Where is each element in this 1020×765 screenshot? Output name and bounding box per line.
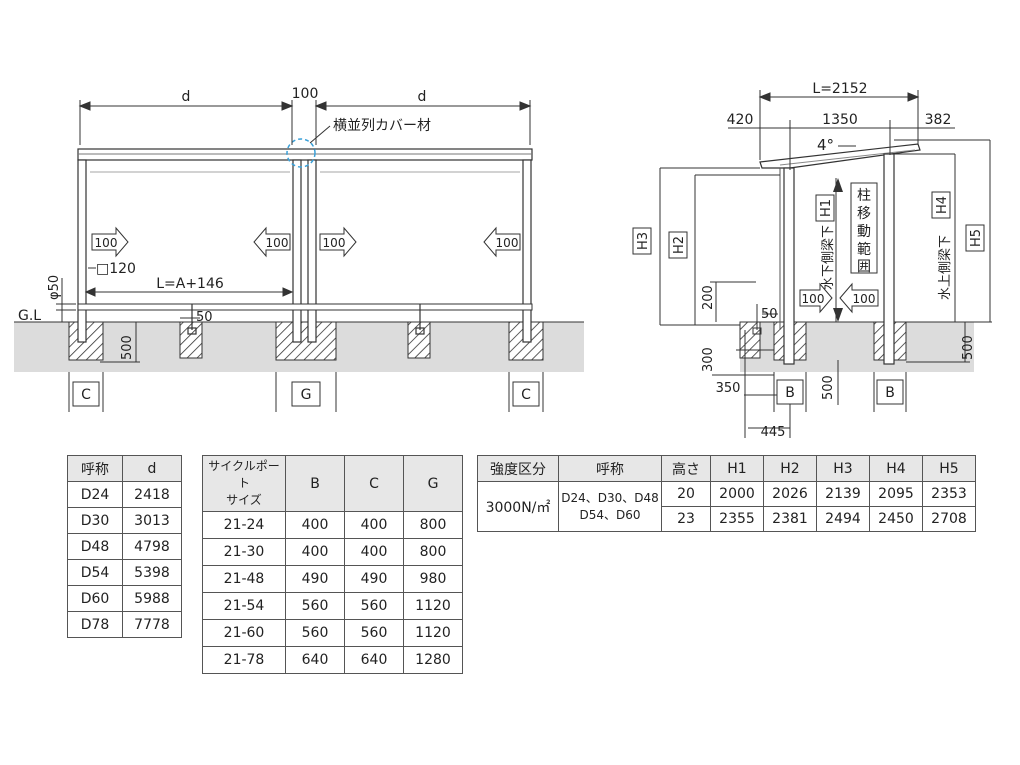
svg-text:C: C — [81, 387, 91, 403]
side-dim-L: L=2152 — [812, 81, 867, 97]
svg-text:100: 100 — [266, 236, 289, 250]
side-dim-500-left: 500 — [821, 375, 836, 400]
svg-text:範: 範 — [857, 241, 871, 258]
svg-text:100: 100 — [802, 292, 825, 306]
arrow-left-2: 100 — [483, 226, 521, 258]
side-dim-350: 350 — [716, 381, 741, 396]
svg-text:100: 100 — [853, 292, 876, 306]
foundation-label-c-left: C — [68, 372, 104, 412]
side-H3-label: H3 — [632, 227, 652, 255]
posts-front — [77, 159, 532, 343]
svg-text:B: B — [785, 385, 795, 401]
dim-d-left: d — [182, 89, 191, 105]
side-posts — [783, 153, 895, 365]
side-roof — [759, 143, 921, 169]
svg-text:動: 動 — [857, 224, 871, 240]
side-H5-label: H5 — [965, 224, 985, 252]
side-dim-445: 445 — [761, 425, 786, 440]
svg-text:H3: H3 — [636, 232, 651, 250]
side-arrow-right: 100 — [799, 282, 833, 314]
svg-text:H2: H2 — [672, 236, 687, 254]
svg-text:100: 100 — [95, 236, 118, 250]
arrow-right-2: 100 — [319, 226, 357, 258]
side-dim-500-right: 500 — [961, 335, 976, 360]
svg-text:100: 100 — [323, 236, 346, 250]
foundation-hatch-mid1 — [179, 321, 203, 359]
foundation-hatch-center — [275, 321, 337, 361]
dim-phi50: φ50 — [47, 275, 62, 300]
cover-callout-circle — [286, 138, 316, 168]
side-dim-50: 50 — [761, 307, 778, 322]
side-H2-label: H2 — [668, 231, 688, 259]
strength-cell: 3000N/㎡ — [477, 481, 559, 532]
foundation-label-g: G — [275, 372, 337, 412]
post-size-label: □120 — [96, 261, 136, 277]
svg-text:囲: 囲 — [857, 259, 871, 275]
side-dim-420: 420 — [727, 112, 754, 128]
dim-500-front: 500 — [120, 335, 135, 360]
svg-text:B: B — [885, 385, 895, 401]
side-high-side-label: 水上側梁下 — [938, 235, 953, 300]
arrow-right-1: 100 — [91, 226, 129, 258]
side-H1-label: H1 — [815, 194, 835, 222]
side-dim-300: 300 — [701, 347, 716, 372]
side-arrow-left: 100 — [839, 282, 879, 314]
svg-text:柱: 柱 — [857, 188, 871, 204]
dim-50-front: 50 — [196, 310, 213, 325]
table-bcg-size-header: サイクルポート サイズ — [202, 455, 286, 512]
foundation-hatch-mid2 — [407, 321, 431, 359]
svg-text:H5: H5 — [969, 229, 984, 247]
table-d-header: 呼称 — [67, 455, 123, 482]
svg-text:H1: H1 — [819, 199, 834, 217]
cover-callout-label: 横並列カバー材 — [333, 118, 431, 134]
ground-label: G.L — [18, 308, 41, 324]
arrow-left-1: 100 — [253, 226, 291, 258]
dim-L-front: L=A+146 — [156, 276, 224, 292]
dim-d-right: d — [418, 89, 427, 105]
side-dim-382: 382 — [925, 112, 952, 128]
side-slope: 4° — [817, 136, 834, 154]
svg-text:H4: H4 — [935, 196, 950, 214]
table-d-header: d — [122, 455, 182, 482]
side-dim-200: 200 — [701, 285, 716, 310]
svg-text:C: C — [521, 387, 531, 403]
dim-100-top: 100 — [292, 86, 319, 102]
side-low-side-label: 水下側梁下 — [821, 225, 836, 290]
side-dim-1350: 1350 — [822, 112, 858, 128]
side-H4-label: H4 — [931, 191, 951, 219]
names-cell: D24、D30、D48 D54、D60 — [558, 481, 662, 532]
side-foundation-label-b-left: B — [773, 372, 807, 412]
svg-text:移: 移 — [857, 206, 871, 222]
post-move-range: 柱 移 動 範 囲 — [833, 178, 878, 322]
table-h: 強度区分 呼称 高さ H1 H2 H3 H4 H5 3000N/㎡ D24、D3… — [477, 455, 976, 532]
side-foundation-label-b-right: B — [873, 372, 907, 412]
svg-text:G: G — [301, 387, 312, 403]
foundation-label-c-right: C — [508, 372, 544, 412]
svg-text:100: 100 — [496, 236, 519, 250]
bottom-rail — [77, 303, 533, 311]
